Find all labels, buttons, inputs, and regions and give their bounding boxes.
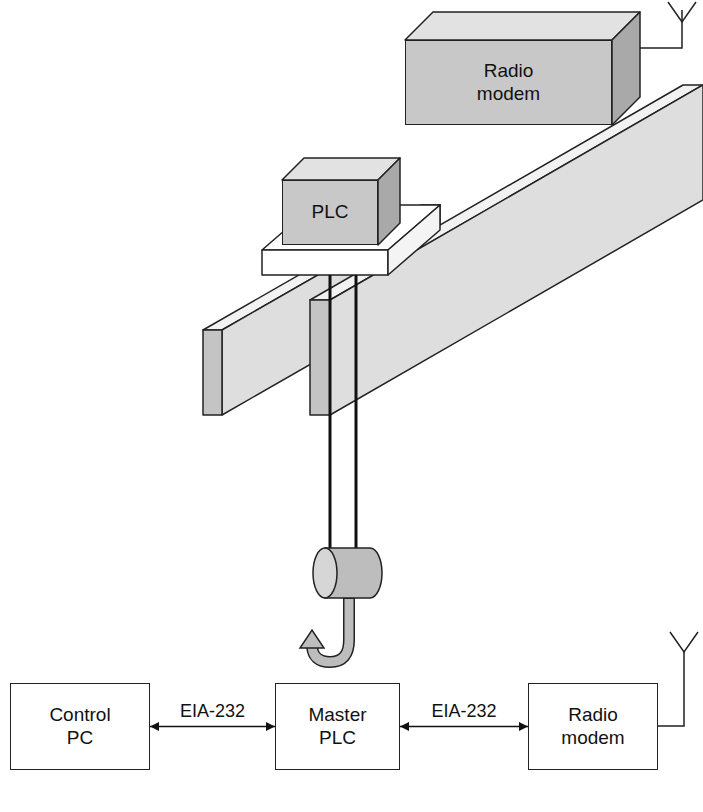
box-label: Master PLC xyxy=(298,704,378,750)
hook-arrow xyxy=(300,630,324,648)
hook-block-face xyxy=(313,548,337,598)
box-label: PLC xyxy=(312,201,349,224)
beam-end xyxy=(203,330,222,415)
process-box: Master PLC xyxy=(275,683,400,770)
hoist-cable xyxy=(329,275,332,550)
hook xyxy=(312,599,349,662)
radio-modem-box: Radio modem xyxy=(405,40,612,125)
beam-end xyxy=(310,300,330,415)
hook-outline xyxy=(312,598,349,662)
box-label: Radio modem xyxy=(553,704,633,750)
hoist-cable xyxy=(355,275,358,550)
antenna xyxy=(670,632,698,652)
box-side-face xyxy=(378,158,400,245)
trolley-front xyxy=(262,250,388,275)
plc-box: PLC xyxy=(282,180,378,245)
antenna-lead xyxy=(658,652,684,726)
process-box: Radio modem xyxy=(528,683,658,770)
antenna xyxy=(668,2,696,22)
antenna-lead xyxy=(640,10,682,48)
link-label: EIA-232 xyxy=(178,701,247,722)
box-label: Radio modem xyxy=(469,60,549,106)
box-side-face xyxy=(612,12,640,125)
link-label: EIA-232 xyxy=(429,701,498,722)
box-label: Control PC xyxy=(40,704,120,750)
serial-link-arrow xyxy=(400,726,528,728)
box-top-face xyxy=(405,12,640,40)
process-box: Control PC xyxy=(10,683,150,770)
serial-link-arrow xyxy=(150,726,275,728)
